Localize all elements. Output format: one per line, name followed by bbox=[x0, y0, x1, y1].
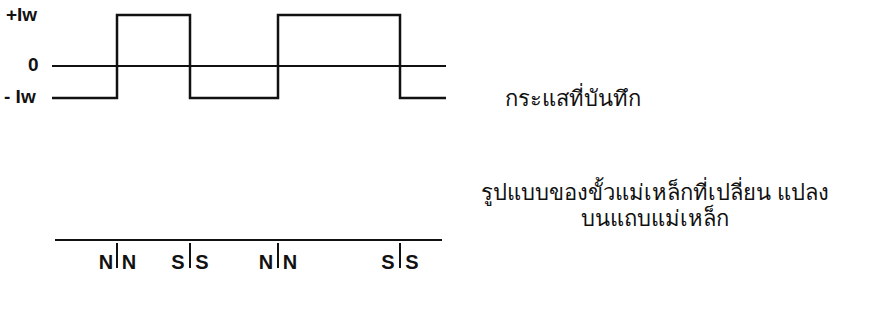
zero-line bbox=[52, 65, 446, 67]
pole-letter: N bbox=[99, 250, 113, 274]
signal-caption: กระแสที่บันทึก bbox=[505, 86, 641, 112]
transition-tick bbox=[277, 243, 279, 268]
magnetic-tape-line bbox=[55, 239, 442, 241]
pole-letter: S bbox=[195, 250, 208, 274]
pole-letter: S bbox=[405, 250, 418, 274]
pole-letter: N bbox=[283, 250, 297, 274]
pole-letter: N bbox=[122, 250, 136, 274]
transition-tick bbox=[189, 243, 191, 268]
pole-letter: S bbox=[381, 250, 394, 274]
axis-label: +Iw bbox=[6, 4, 37, 27]
transition-tick bbox=[116, 243, 118, 268]
pole-letter: N bbox=[259, 250, 273, 274]
pole-letter: S bbox=[171, 250, 184, 274]
axis-label: 0 bbox=[28, 54, 39, 77]
transition-tick bbox=[399, 243, 401, 268]
write-current-wave bbox=[52, 15, 446, 98]
axis-label: - Iw bbox=[4, 86, 36, 109]
tape-caption: รูปแบบของขั้วแม่เหล็กที่เปลี่ยน แปลงบนแถ… bbox=[470, 180, 840, 233]
